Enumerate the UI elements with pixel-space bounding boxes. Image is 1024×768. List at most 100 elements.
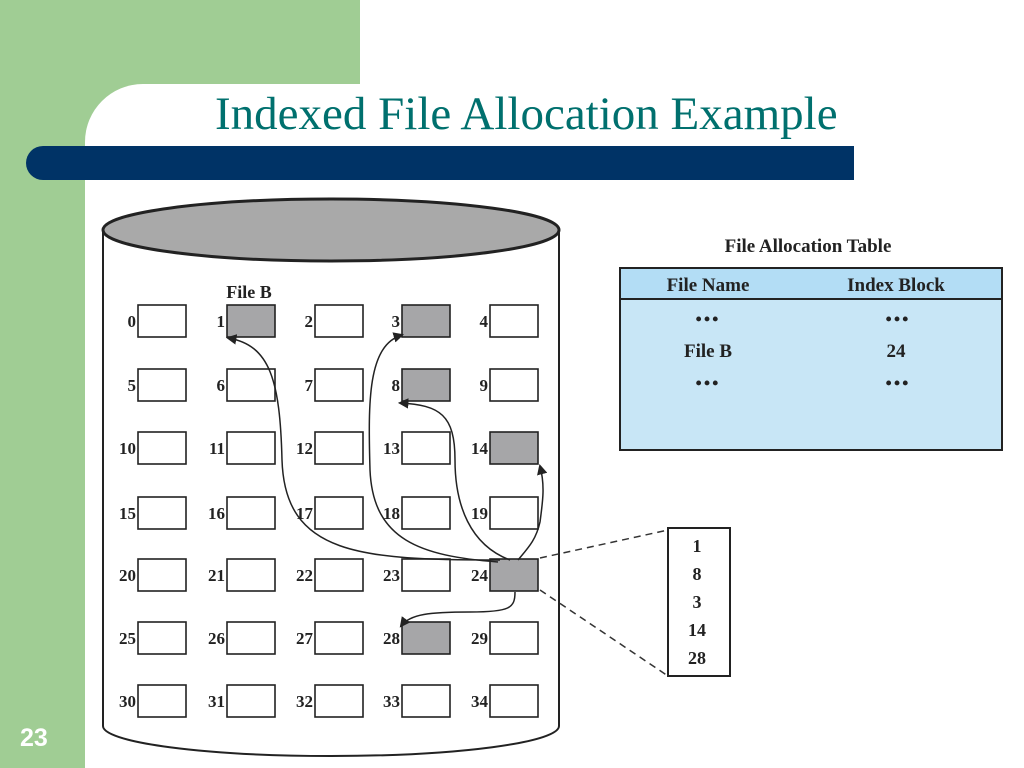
disk-block-label: 21 [208,566,225,585]
disk-block [314,684,364,718]
disk-block [137,304,187,338]
disk-block-label: 17 [296,504,314,523]
disk-block [489,304,539,338]
disk-block [137,621,187,655]
index-block-box [667,527,731,677]
fat-header-file-name: File Name [667,275,750,296]
disk-block [314,558,364,592]
disk-block-label: 24 [471,566,489,585]
fat-cell: ••• [696,309,721,329]
disk-block [137,558,187,592]
disk-block [401,684,451,718]
disk-block [137,431,187,465]
callout-line-top [539,529,669,559]
disk-block [489,684,539,718]
disk-block-label: 10 [119,439,136,458]
arrow-to-block-28 [399,591,516,628]
index-entry: 3 [693,592,702,612]
disk-block-label: 26 [208,629,225,648]
disk-block [401,304,451,338]
disk-block [401,558,451,592]
disk-block [401,431,451,465]
disk-cylinder [101,197,561,757]
disk-block-label: 12 [296,439,313,458]
disk-block [226,304,276,338]
disk-block [489,431,539,465]
disk-block-label: 16 [208,504,225,523]
disk-block [489,496,539,530]
disk-block-label: 11 [209,439,225,458]
disk-block [314,431,364,465]
disk-block-label: 30 [119,692,136,711]
callout-line-bottom [539,589,669,677]
fat-cell: ••• [886,373,911,393]
arrow-to-block-14 [517,463,548,561]
disk-block-label: 9 [480,376,489,395]
disk-block [137,496,187,530]
disk-block-label: 28 [383,629,400,648]
disk-block [489,558,539,592]
disk-block [226,431,276,465]
disk-block-label: 8 [392,376,401,395]
fat-cell: ••• [886,309,911,329]
index-block-contents: 1 8 3 14 28 [667,527,731,677]
fat-cell: 24 [887,341,907,362]
disk-block [226,558,276,592]
disk-block [137,684,187,718]
disk-block [314,304,364,338]
disk-block-label: 31 [208,692,225,711]
disk-block [401,496,451,530]
disk-block-label: 32 [296,692,313,711]
disk-block [401,621,451,655]
disk-block-label: 0 [128,312,137,331]
disk-block-label: 7 [305,376,314,395]
disk-block-label: 4 [480,312,489,331]
slide-number: 23 [20,724,48,752]
disk-block [314,496,364,530]
index-entry: 1 [693,536,702,556]
disk-block-label: 34 [471,692,489,711]
disk-block [226,621,276,655]
disk-block [314,368,364,402]
disk-block [137,368,187,402]
index-callout-lines [539,529,669,677]
arrow-to-block-3 [368,332,499,563]
disk-block-label: 1 [217,312,226,331]
disk-block-label: 29 [471,629,488,648]
index-entry: 14 [688,620,706,640]
disk-block-label: 25 [119,629,136,648]
disk-block-label: 33 [383,692,400,711]
file-b-disk-label: File B [226,282,272,302]
disk-block-label: 18 [383,504,400,523]
file-allocation-table: File Allocation Table File Name Index Bl… [619,236,1003,451]
disk-block-label: 14 [471,439,489,458]
disk-block-label: 23 [383,566,400,585]
disk-block-label: 5 [128,376,137,395]
disk-block [489,368,539,402]
index-entry: 28 [688,648,706,668]
disk-top [101,197,561,263]
disk-block [226,368,276,402]
disk-block-label: 20 [119,566,136,585]
disk-block-label: 13 [383,439,400,458]
fat-header-row [619,267,1003,300]
disk-block-label: 2 [305,312,314,331]
disk-block-label: 19 [471,504,488,523]
disk-block [489,621,539,655]
pointer-arrows [225,332,548,628]
disk-block-label: 3 [392,312,401,331]
arrow-to-block-8 [397,398,511,561]
disk-block-label: 22 [296,566,313,585]
disk-block [226,684,276,718]
disk-block [401,368,451,402]
disk-block [314,621,364,655]
slide-title: Indexed File Allocation Example [215,88,838,140]
disk-block-label: 27 [296,629,314,648]
disk-block-label: 6 [217,376,226,395]
fat-header-index-block: Index Block [847,275,945,296]
arrow-to-block-1 [225,334,501,561]
fat-cell: File B [684,341,732,362]
title-underline-bar [26,146,854,180]
disk-block-label: 15 [119,504,136,523]
